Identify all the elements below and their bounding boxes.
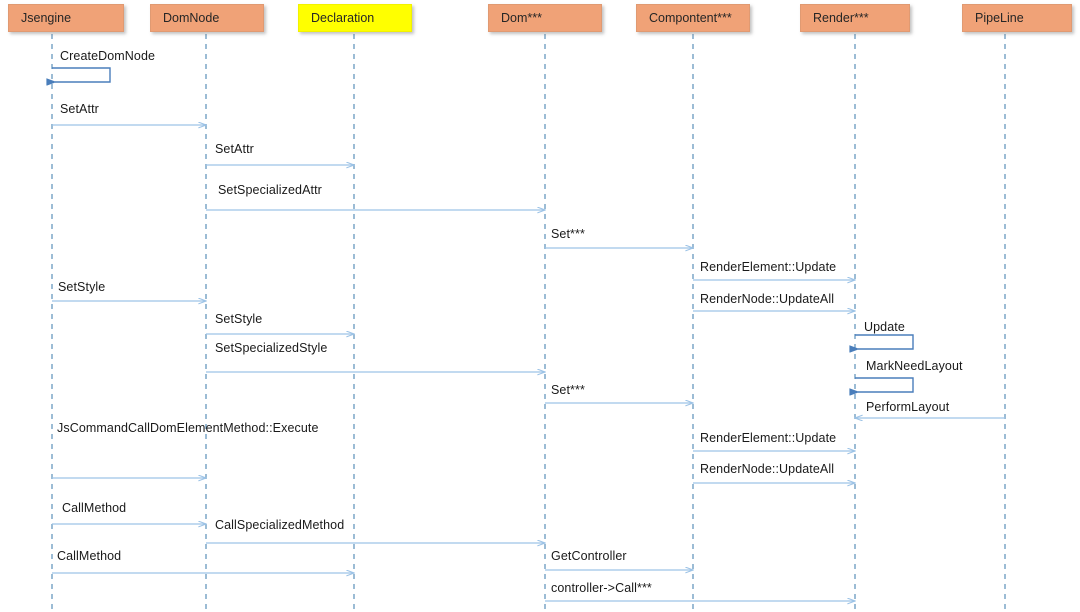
message-label-m14: PerformLayout bbox=[866, 400, 950, 414]
participant-compontent[interactable]: Compontent*** bbox=[636, 4, 750, 32]
self-message-m12 bbox=[855, 377, 914, 392]
message-label-m11: Update bbox=[864, 320, 905, 334]
participant-dom[interactable]: Dom*** bbox=[488, 4, 602, 32]
message-label-m19: CallSpecializedMethod bbox=[215, 518, 345, 532]
message-label-m8: SetStyle bbox=[58, 280, 106, 294]
participant-label: Compontent*** bbox=[649, 11, 732, 25]
message-label-m7: RenderNode::UpdateAll bbox=[700, 292, 835, 306]
message-label-m3: SetAttr bbox=[215, 142, 254, 156]
participant-label: PipeLine bbox=[975, 11, 1024, 25]
participant-jsengine[interactable]: Jsengine bbox=[8, 4, 124, 32]
participant-declaration[interactable]: Declaration bbox=[298, 4, 412, 32]
message-label-m12: MarkNeedLayout bbox=[866, 359, 963, 373]
message-label-m10: SetSpecializedStyle bbox=[215, 341, 328, 355]
participant-pipeline[interactable]: PipeLine bbox=[962, 4, 1072, 32]
message-label-m15: RenderElement::Update bbox=[700, 431, 837, 445]
participant-label: DomNode bbox=[163, 11, 220, 25]
participant-domnode[interactable]: DomNode bbox=[150, 4, 264, 32]
participant-label: Jsengine bbox=[21, 11, 72, 25]
message-label-m18: CallMethod bbox=[62, 501, 127, 515]
participant-label: Dom*** bbox=[501, 11, 542, 25]
message-label-m9: SetStyle bbox=[215, 312, 263, 326]
message-label-m6: RenderElement::Update bbox=[700, 260, 837, 274]
message-label-m4: SetSpecializedAttr bbox=[218, 183, 322, 197]
message-label-m22: controller->Call*** bbox=[551, 581, 652, 595]
participant-render[interactable]: Render*** bbox=[800, 4, 910, 32]
lifelines-group bbox=[51, 34, 1006, 612]
message-label-m1: CreateDomNode bbox=[60, 49, 156, 63]
message-label-m5: Set*** bbox=[551, 227, 585, 241]
message-label-m2: SetAttr bbox=[60, 102, 99, 116]
message-label-m13: Set*** bbox=[551, 383, 585, 397]
message-label-m17: JsCommandCallDomElementMethod::Execute bbox=[57, 421, 319, 435]
message-label-m21: GetController bbox=[551, 549, 627, 563]
message-label-m16: RenderNode::UpdateAll bbox=[700, 462, 835, 476]
self-message-m11 bbox=[855, 334, 914, 349]
message-label-m20: CallMethod bbox=[57, 549, 122, 563]
participant-label: Declaration bbox=[311, 11, 375, 25]
message-arrows-group bbox=[52, 67, 1005, 601]
participant-label: Render*** bbox=[813, 11, 869, 25]
self-message-m1 bbox=[52, 67, 111, 82]
